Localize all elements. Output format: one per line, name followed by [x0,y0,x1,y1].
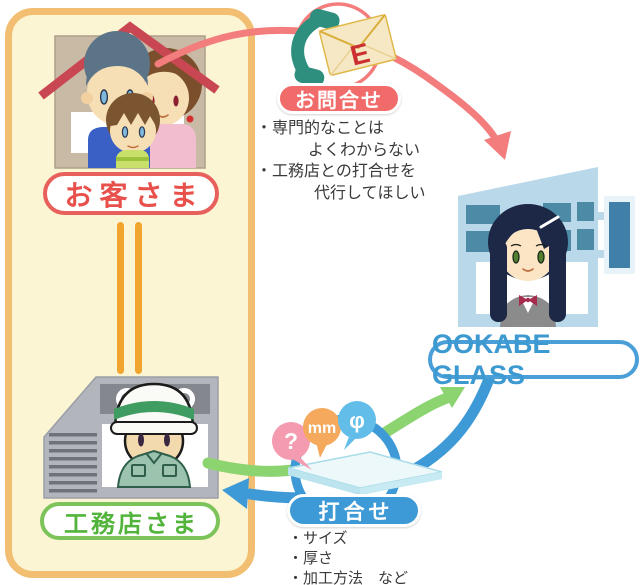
meeting-notes: ・サイズ ・厚さ ・加工方法 など [288,529,408,585]
note-line: ・工務店との打合せを [256,163,416,180]
note-line: ・加工方法 など [288,570,409,585]
envelope-icon: E [318,13,397,77]
contractor-label: 工務店さま [40,502,220,540]
meeting-badge: 打合せ [287,494,421,527]
mm-bubble-icon: mm [303,408,341,458]
inquiry-notes: ・専門的なことは よくわからない ・工務店との打合せを 代行してほしい [256,118,426,204]
note-line: ・サイズ [288,530,348,547]
customer-label: お客さま [43,172,219,215]
blue-arrowhead [222,478,249,509]
note-line: 代行してほしい [314,184,426,202]
contractor-building-illustration [43,376,219,499]
green-arrowhead [440,387,465,408]
phi-bubble-icon: φ [338,401,376,450]
company-label: OOKABE GLASS [428,329,639,390]
glass-pane-icon [287,451,443,495]
note-line: ・専門的なことは [256,120,385,137]
company-building-illustration [458,167,635,327]
company-signboard [598,196,635,274]
inquiry-badge: お問合せ [277,83,401,114]
phone-email-icon: E [291,2,397,90]
customer-house-illustration [38,21,220,169]
inquiry-arrowhead [484,131,511,160]
question-bubble-icon: ? [272,422,312,470]
note-line: ・厚さ [288,550,334,567]
phone-icon [291,8,340,87]
svg-text:?: ? [284,428,298,454]
svg-text:φ: φ [349,408,365,433]
svg-text:mm: mm [308,420,336,437]
note-line: よくわからない [308,141,421,159]
equals-connector [117,222,142,374]
